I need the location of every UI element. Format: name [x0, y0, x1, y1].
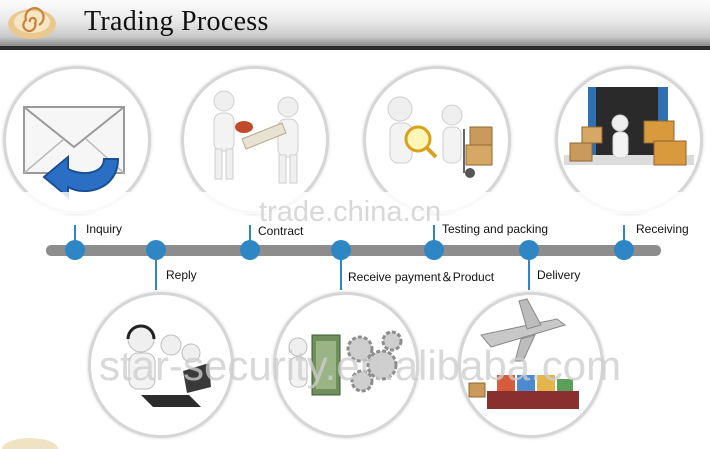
reply-node: [146, 240, 166, 260]
testing-label: Testing and packing: [440, 222, 551, 236]
payment-connector: [340, 258, 342, 290]
inquiry-connector: [74, 225, 76, 243]
page-title: Trading Process: [84, 6, 269, 37]
delivery-label: Delivery: [537, 268, 581, 282]
plane-ship-delivery-icon: [468, 298, 579, 409]
delivery-connector: [528, 258, 530, 290]
testing-connector: [433, 225, 435, 243]
timeline-bar: [46, 245, 661, 256]
watermark-trade: trade.china.cn: [259, 196, 442, 228]
inquiry-label: Inquiry: [84, 222, 125, 236]
payment-label: Receive payment＆Product: [348, 270, 495, 284]
watermark-star-security: star-security.en.alibaba.com: [99, 342, 622, 389]
contract-label: Contract: [256, 224, 306, 238]
receiving-connector: [623, 225, 625, 243]
reply-label: Reply: [166, 268, 197, 282]
warehouse-receiving-icon: [564, 87, 694, 166]
cake-roll-logo-icon: [8, 7, 56, 39]
reply-connector: [155, 258, 157, 290]
reply-image: [88, 292, 234, 438]
money-and-gears-icon: [288, 330, 403, 396]
receiving-node: [614, 240, 634, 260]
fade-strip: [0, 192, 710, 214]
contract-image: [181, 66, 329, 214]
testing-packing-image: [363, 66, 511, 214]
testing-node: [424, 240, 444, 260]
inquiry-image: [3, 66, 151, 214]
header-bar: Trading Process: [0, 0, 710, 50]
delivery-image: [458, 292, 604, 438]
handshake-contract-icon: [213, 90, 299, 184]
inspection-packing-icon: [387, 96, 493, 178]
contract-node: [240, 240, 260, 260]
contract-connector: [249, 225, 251, 243]
payment-node: [331, 240, 351, 260]
payment-image: [273, 292, 419, 438]
receiving-label: Receiving: [634, 222, 691, 236]
delivery-node: [519, 240, 539, 260]
inquiry-node: [65, 240, 85, 260]
envelope-with-arrow-icon: [23, 106, 125, 200]
corner-ornament-icon: [2, 438, 58, 449]
call-center-icon: [126, 324, 211, 407]
